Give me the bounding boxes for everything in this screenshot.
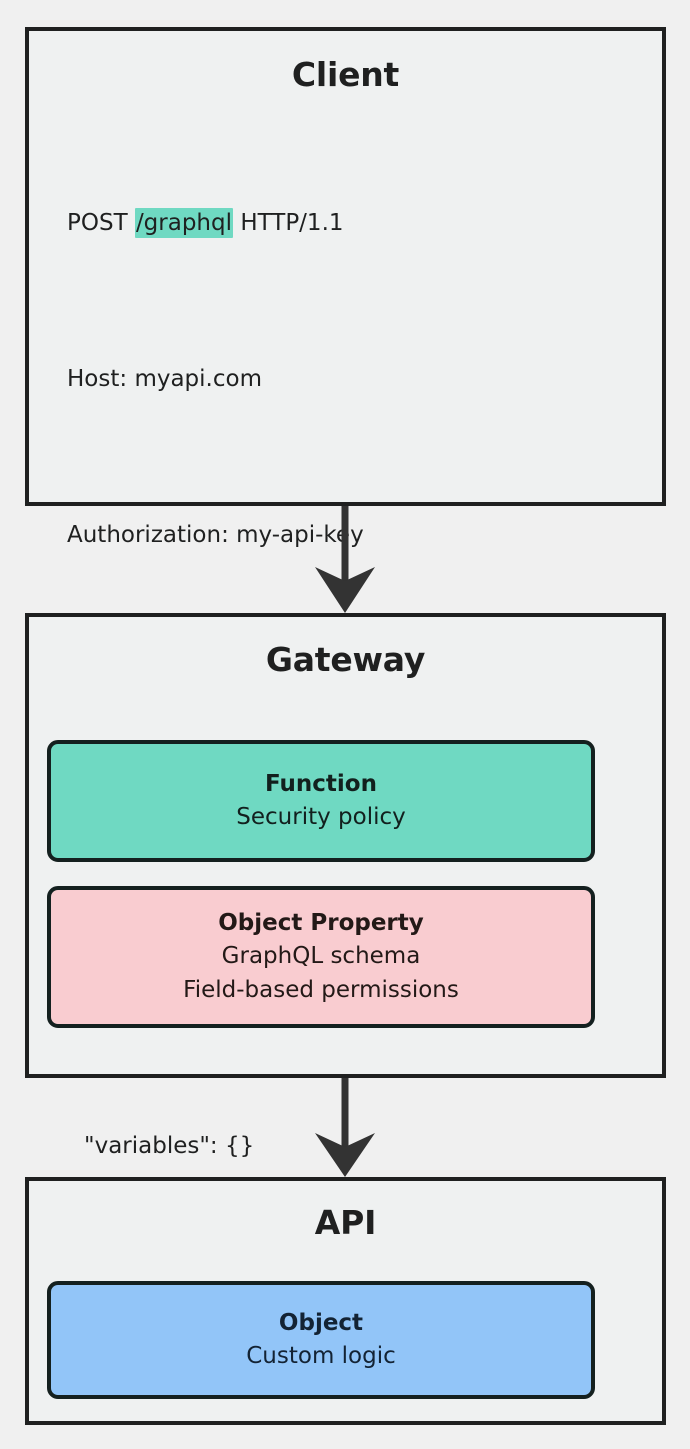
component-object-title: Object (278, 1310, 364, 1336)
request-method: POST (67, 210, 128, 236)
component-object-property-line-1: GraphQL schema (221, 943, 421, 969)
component-object[interactable]: Object Custom logic (47, 1281, 595, 1399)
request-path-highlight: /graphql (134, 208, 234, 238)
stage-gateway-title: Gateway (265, 640, 426, 679)
component-object-line-1: Custom logic (246, 1343, 396, 1369)
header-host-name: Host (67, 366, 120, 392)
component-function-title: Function (264, 771, 377, 797)
component-object-property-title: Object Property (218, 910, 424, 936)
component-function[interactable]: Function Security policy (47, 740, 595, 862)
request-line: POST /graphql HTTP/1.1 (67, 204, 662, 243)
body-variables-line: "variables": {} (84, 1133, 255, 1159)
arrow-icon (315, 1078, 375, 1177)
stage-client: Client POST /graphql HTTP/1.1 Host: myap… (25, 27, 666, 1315)
header-host-value: myapi.com (134, 366, 262, 392)
component-function-line-1: Security policy (236, 804, 406, 830)
request-protocol: HTTP/1.1 (240, 210, 344, 236)
stage-client-title: Client (291, 55, 400, 94)
connector-client-to-gateway (0, 506, 690, 613)
component-object-property-line-2: Field-based permissions (183, 977, 459, 1003)
connector-gateway-to-api (0, 1078, 690, 1177)
component-object-property[interactable]: Object Property GraphQL schema Field-bas… (47, 886, 595, 1028)
request-header-host: Host: myapi.com (67, 366, 262, 392)
arrow-icon (315, 506, 375, 613)
header-authorization-name: Authorization (67, 522, 222, 548)
stage-api-title: API (314, 1203, 377, 1242)
